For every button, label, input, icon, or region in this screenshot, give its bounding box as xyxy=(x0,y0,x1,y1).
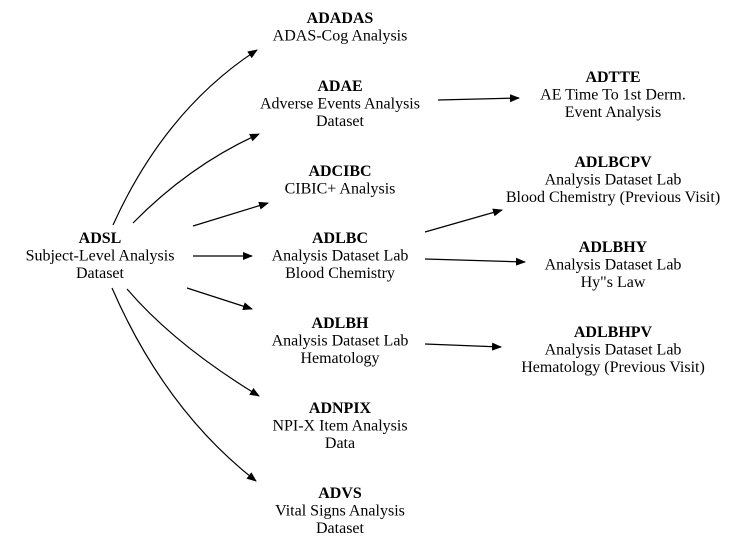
edge-adsl-to-adadas xyxy=(112,49,258,226)
node-title-adnpix: ADNPIX xyxy=(309,400,372,417)
edge-adsl-to-adcibc xyxy=(192,201,269,227)
node-description-line-advs-1: Vital Signs Analysis xyxy=(275,503,405,520)
edge-adlbc-to-adlbhy xyxy=(424,257,526,266)
node-title-adcibc: ADCIBC xyxy=(308,163,371,180)
node-description-line-adnpix-2: Data xyxy=(325,435,355,452)
node-description-line-adlbhy-1: Analysis Dataset Lab xyxy=(545,257,682,274)
node-title-adlbcpv: ADLBCPV xyxy=(574,154,652,171)
edge-adlbc-to-adlbcpv xyxy=(424,208,503,233)
node-description-line-adlbc-1: Analysis Dataset Lab xyxy=(272,248,409,265)
node-description-line-adtte-1: AE Time To 1st Derm. xyxy=(540,87,686,104)
node-title-adae: ADAE xyxy=(317,78,362,95)
node-title-adlbh: ADLBH xyxy=(312,315,369,332)
node-description-line-adnpix-1: NPI-X Item Analysis xyxy=(272,418,407,435)
node-description-line-adae-2: Dataset xyxy=(316,113,365,130)
node-title-adsl: ADSL xyxy=(79,230,122,247)
node-description-line-adlbc-2: Blood Chemistry xyxy=(285,265,395,282)
node-title-adlbhpv: ADLBHPV xyxy=(574,324,653,341)
node-title-adlbc: ADLBC xyxy=(312,230,368,247)
node-description-line-advs-2: Dataset xyxy=(316,520,365,537)
node-description-line-adlbhpv-1: Analysis Dataset Lab xyxy=(545,342,682,359)
node-title-adlbhy: ADLBHY xyxy=(579,239,648,256)
node-description-line-adlbhy-2: Hy"s Law xyxy=(581,274,646,291)
node-title-adtte: ADTTE xyxy=(585,69,640,86)
node-title-advs: ADVS xyxy=(318,485,362,502)
node-description-line-adtte-2: Event Analysis xyxy=(565,104,661,121)
node-description-line-adae-1: Adverse Events Analysis xyxy=(260,96,420,113)
node-description-line-adsl-1: Subject-Level Analysis xyxy=(26,248,175,265)
node-description-line-adlbhpv-2: Hematology (Previous Visit) xyxy=(521,359,705,376)
node-description-line-adadas-1: ADAS-Cog Analysis xyxy=(273,28,408,45)
edge-adsl-to-adnpix xyxy=(126,288,260,397)
edge-adsl-to-adlbh xyxy=(186,287,253,311)
edge-adsl-to-adae xyxy=(132,133,260,224)
edge-adsl-to-advs xyxy=(111,287,257,482)
edges xyxy=(111,49,526,482)
node-description-line-adlbcpv-2: Blood Chemistry (Previous Visit) xyxy=(506,189,720,206)
node-description-line-adlbcpv-1: Analysis Dataset Lab xyxy=(545,172,682,189)
node-title-adadas: ADADAS xyxy=(307,10,374,27)
edge-adae-to-adtte xyxy=(437,94,520,103)
node-description-line-adlbh-2: Hematology xyxy=(300,350,379,367)
node-description-line-adlbh-1: Analysis Dataset Lab xyxy=(272,333,409,350)
node-description-line-adsl-2: Dataset xyxy=(76,265,125,282)
node-description-line-adcibc-1: CIBIC+ Analysis xyxy=(285,181,396,198)
edge-adlbh-to-adlbhpv xyxy=(424,342,502,351)
